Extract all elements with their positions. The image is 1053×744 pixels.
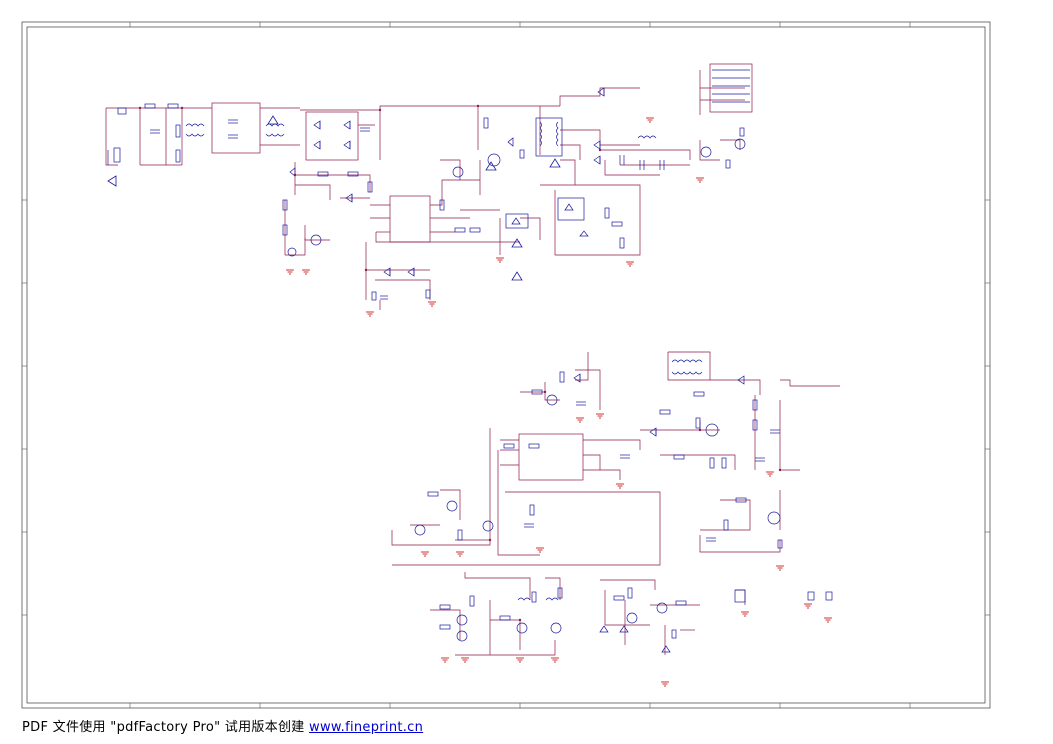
drawing-frame — [21, 21, 991, 709]
ground-icon — [421, 413, 784, 571]
inverter-components — [414, 359, 783, 549]
ground-icon — [286, 117, 704, 317]
inverter-wires — [391, 351, 840, 566]
footer-link[interactable]: www.fineprint.cn — [309, 720, 424, 735]
ground-icon — [441, 603, 832, 687]
control-components — [439, 587, 833, 653]
power-supply-wires — [105, 63, 753, 310]
pdf-footer: PDF 文件使用 "pdfFactory Pro" 试用版本创建 www.fin… — [22, 716, 423, 735]
frame-ticks — [22, 22, 990, 708]
footer-text: PDF 文件使用 "pdfFactory Pro" 试用版本创建 — [22, 720, 310, 735]
control-wires — [430, 572, 746, 656]
power-supply-components — [107, 69, 750, 301]
junction-dots — [138, 104, 782, 622]
warning-triangle-icon — [107, 115, 561, 281]
